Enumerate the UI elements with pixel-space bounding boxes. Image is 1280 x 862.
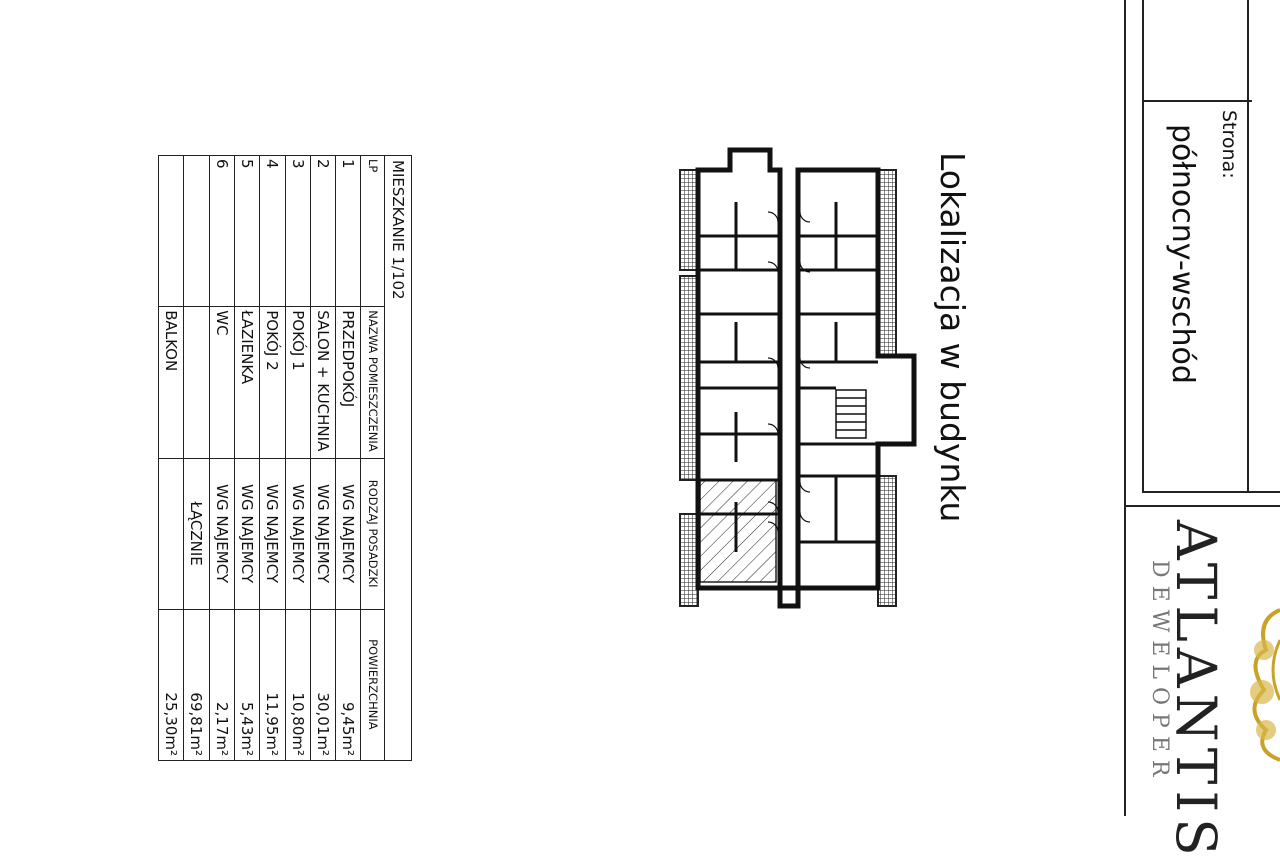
door-swings: [767, 211, 811, 533]
brand-name: ATLANTIS: [1164, 520, 1228, 862]
room-table-container: MIESZKANIE 1/102 LP NAZWA POMIESZCZENIA …: [158, 155, 412, 761]
room-name: ŁAZIENKA: [234, 306, 260, 458]
room-floor: WG NAJEMCY: [285, 458, 311, 610]
room-lp: 2: [310, 155, 336, 307]
floor-plan-drawing: [679, 147, 917, 609]
total-spacer: [183, 155, 210, 307]
room-lp: 6: [209, 155, 235, 307]
total-area: 69,81m²: [183, 609, 210, 761]
balcony-strip: [877, 475, 897, 607]
page-label: Strona:: [1218, 110, 1240, 179]
room-floor: WG NAJEMCY: [259, 458, 286, 610]
room-lp: 4: [259, 155, 286, 307]
orientation-value: północny-wschód: [1165, 124, 1200, 384]
table-row: 4 POKÓJ 2 WG NAJEMCY 11,95m²: [259, 155, 286, 761]
title-block-divider: [1247, 0, 1249, 492]
room-name: PRZEDPOKÓJ: [335, 306, 361, 458]
tree-logo-icon: [1250, 608, 1280, 762]
balcony-row: BALKON 25,30m²: [158, 155, 184, 761]
header-area: POWIERZCHNIA: [360, 609, 385, 761]
header-floor-type: RODZAJ POSADZKI: [360, 458, 385, 610]
title-block-divider: [1142, 491, 1280, 493]
header-room-name: NAZWA POMIESZCZENIA: [360, 306, 385, 458]
total-row: ŁĄCZNIE 69,81m²: [183, 155, 210, 761]
balcony-spacer: [158, 155, 184, 307]
title-block-inner-frame: [1142, 0, 1145, 492]
room-lp: 5: [234, 155, 260, 307]
table-row: 1 PRZEDPOKÓJ WG NAJEMCY 9,45m²: [335, 155, 361, 761]
balcony-strip: [877, 169, 897, 357]
balcony-spacer: [158, 458, 184, 610]
room-area: 11,95m²: [259, 609, 286, 761]
table-row: 3 POKÓJ 1 WG NAJEMCY 10,80m²: [285, 155, 311, 761]
room-lp: 1: [335, 155, 361, 307]
room-name: POKÓJ 1: [285, 306, 311, 458]
room-lp: 3: [285, 155, 311, 307]
brand-subtitle: DEWELOPER: [1147, 560, 1172, 785]
room-name: SALON + KUCHNIA: [310, 306, 336, 458]
room-area: 10,80m²: [285, 609, 311, 761]
room-floor: WG NAJEMCY: [335, 458, 361, 610]
header-lp: LP: [360, 155, 385, 307]
staircase: [835, 389, 867, 439]
room-floor: WG NAJEMCY: [209, 458, 235, 610]
balcony-area: 25,30m²: [158, 609, 184, 761]
table-row: 5 ŁAZIENKA WG NAJEMCY 5,43m²: [234, 155, 260, 761]
title-block-frame: [1124, 0, 1132, 816]
outer-walls: [695, 147, 917, 609]
room-area: 30,01m²: [310, 609, 336, 761]
room-floor: WG NAJEMCY: [310, 458, 336, 610]
balcony-strip: [679, 275, 699, 481]
balcony-strip: [679, 169, 699, 271]
total-label: ŁĄCZNIE: [183, 458, 210, 610]
room-name: POKÓJ 2: [259, 306, 286, 458]
table-row: 2 SALON + KUCHNIA WG NAJEMCY 30,01m²: [310, 155, 336, 761]
room-area: 9,45m²: [335, 609, 361, 761]
total-spacer: [183, 306, 210, 458]
room-area-table: MIESZKANIE 1/102 LP NAZWA POMIESZCZENIA …: [158, 155, 412, 761]
balcony-label: BALKON: [158, 306, 184, 458]
left-room-walls: [698, 202, 780, 552]
highlighted-apartment: [699, 479, 777, 583]
title-block-divider: [1126, 505, 1280, 507]
right-room-walls: [798, 202, 878, 544]
location-title: Lokalizacja w budynku: [933, 152, 972, 523]
title-block-divider: [1142, 100, 1252, 102]
table-row: 6 WC WG NAJEMCY 2,17m²: [209, 155, 235, 761]
apartment-title: MIESZKANIE 1/102: [384, 155, 412, 761]
room-area: 2,17m²: [209, 609, 235, 761]
balcony-strip: [679, 513, 699, 607]
room-area: 5,43m²: [234, 609, 260, 761]
room-floor: WG NAJEMCY: [234, 458, 260, 610]
room-name: WC: [209, 306, 235, 458]
